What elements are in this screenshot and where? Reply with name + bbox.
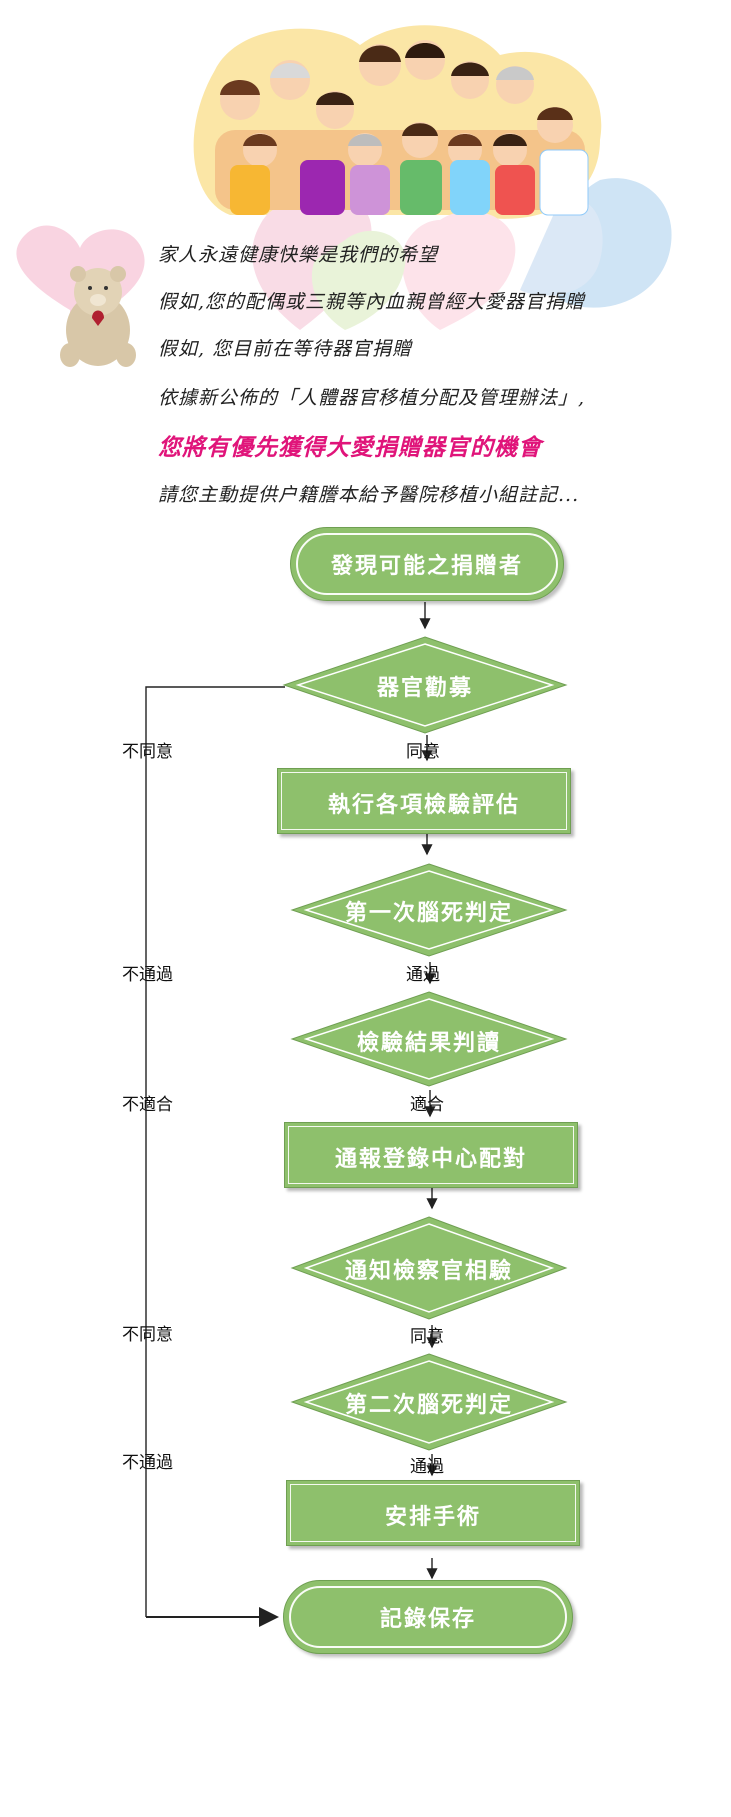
intro-line-6: 請您主動提供户籍謄本給予醫院移植小組註記... [158,484,580,506]
node-recruit-label: 器官勸募 [376,676,473,701]
node-death1-label: 第一次腦死判定 [344,901,513,926]
yes-label-interpret: 適合 [410,1095,444,1115]
node-recruit-diamond [282,636,568,734]
node-death2-diamond [290,1353,568,1451]
node-interpret-label: 檢驗結果判讀 [356,1031,501,1056]
node-prosecutor-diamond [290,1216,568,1320]
node-registry: 通報登錄中心配對 [284,1122,578,1188]
node-death1-diamond [290,863,568,957]
node-exam-label: 執行各項檢驗評估 [327,793,520,818]
no-label-death2: 不通過 [122,1453,173,1473]
no-label-prosecutor: 不同意 [122,1325,173,1345]
node-prosecutor-label: 通知檢察官相驗 [344,1259,513,1284]
teddy-bear-icon [60,266,136,367]
node-record-label: 記錄保存 [379,1607,476,1632]
no-label-interpret: 不適合 [122,1095,173,1115]
node-interpret-diamond [290,991,568,1087]
intro-line-2: 假如,您的配偶或三親等內血親曾經大愛器官捐贈 [158,291,586,313]
node-surgery-label: 安排手術 [384,1505,481,1530]
node-start: 發現可能之捐贈者 [290,527,564,601]
yes-label-death1: 通過 [406,965,440,985]
intro-line-4: 依據新公佈的「人體器官移植分配及管理辦法」, [158,387,586,409]
yes-label-death2: 通過 [410,1457,444,1477]
intro-line-3: 假如, 您目前在等待器官捐贈 [158,338,413,360]
node-start-label: 發現可能之捐贈者 [330,554,523,579]
intro-line-1: 家人永遠健康快樂是我們的希望 [158,244,439,266]
family-illustration [16,25,672,367]
intro-line-highlight: 您將有優先獲得大愛捐贈器官的機會 [158,434,542,461]
no-label-death1: 不通過 [122,965,173,985]
yes-label-recruit: 同意 [406,742,440,762]
no-label-recruit: 不同意 [122,742,173,762]
node-registry-label: 通報登錄中心配對 [334,1147,527,1172]
node-surgery: 安排手術 [286,1480,580,1546]
family-figures [215,40,589,216]
yes-label-prosecutor: 同意 [410,1327,444,1347]
node-exam: 執行各項檢驗評估 [277,768,571,834]
node-death2-label: 第二次腦死判定 [344,1393,513,1418]
node-record: 記錄保存 [283,1580,573,1654]
